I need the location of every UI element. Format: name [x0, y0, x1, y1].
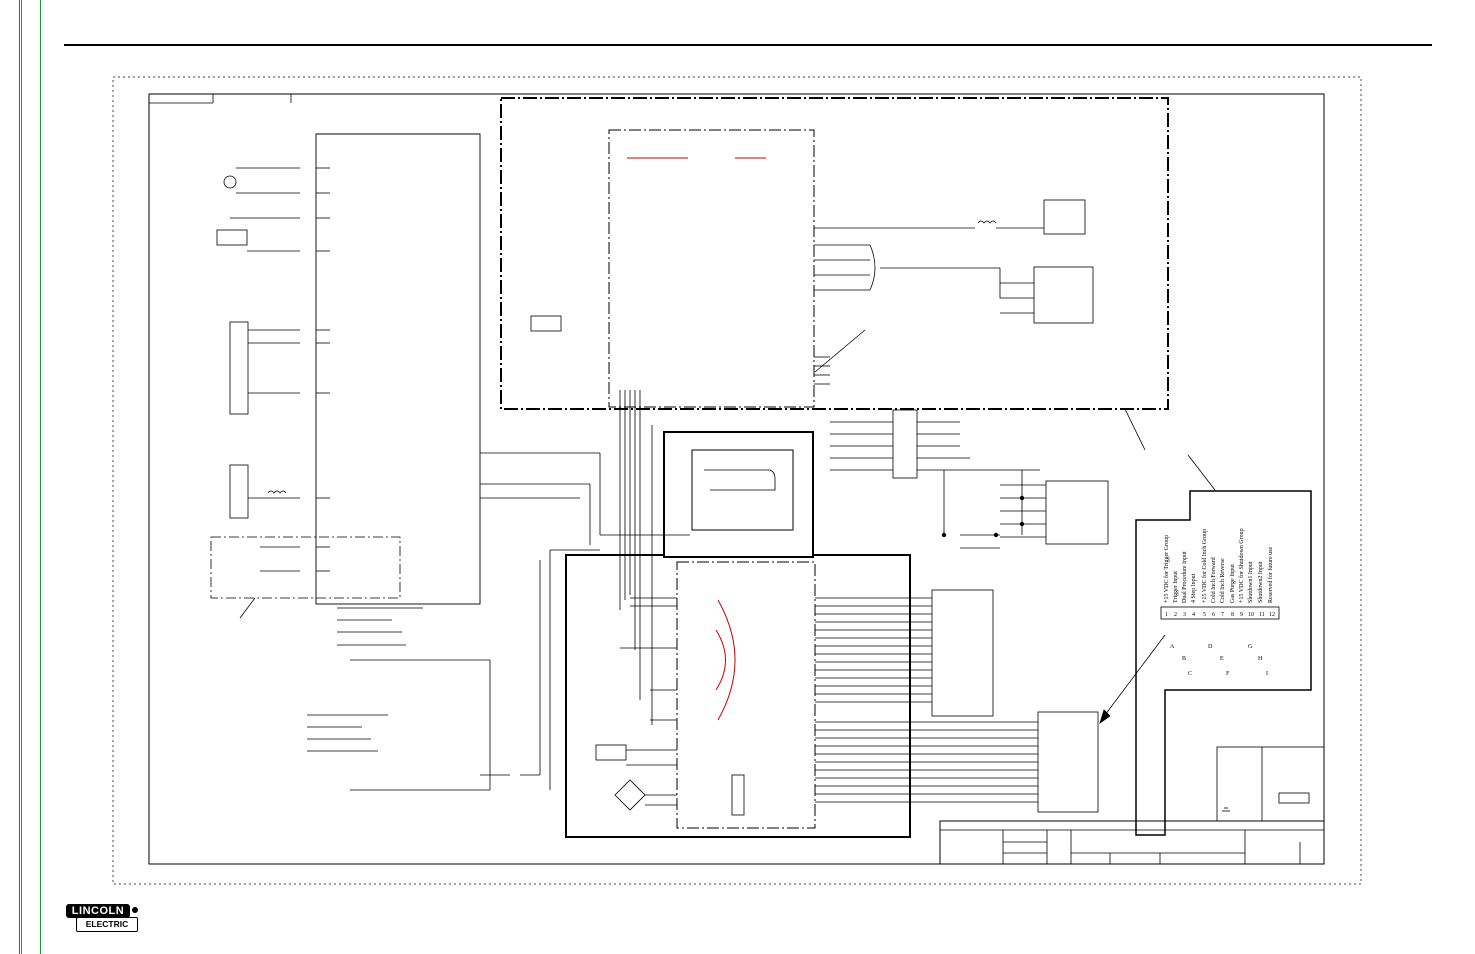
pin-number: 4 — [1192, 612, 1195, 618]
ground-symbol-area — [1220, 800, 1230, 815]
pin-number: 9 — [1240, 612, 1243, 618]
pin-letter: H — [1258, 656, 1263, 662]
pin-description: Trigger Input — [1173, 571, 1179, 603]
middle-terminal-strip — [892, 409, 918, 479]
pin-description: Gas Purge Input — [1230, 564, 1236, 603]
pin-description: Dual Procedure Input — [1182, 551, 1188, 603]
terminal-strip-left-2 — [229, 464, 249, 519]
lower-enclosure — [565, 431, 911, 838]
center-module-inner — [691, 449, 794, 531]
pin-number: 1 — [1165, 612, 1168, 618]
pin-number: 5 — [1203, 612, 1206, 618]
pin-letter: D — [1208, 644, 1213, 650]
pin-letter: F — [1226, 671, 1230, 677]
left-margin-green-line — [21, 0, 22, 954]
pin-letter: G — [1248, 644, 1253, 650]
logo-line2: ELECTRIC — [76, 917, 138, 932]
pin-description: 4 Step Input — [1191, 573, 1197, 603]
legend-connector-icon — [1278, 792, 1310, 804]
title-block — [939, 820, 1325, 865]
connector-pin-strip — [1160, 606, 1280, 620]
upper-pc-board — [608, 129, 815, 408]
pin-letter: C — [1188, 671, 1192, 677]
left-margin-green-line-outer — [40, 0, 41, 954]
pin-description: +15 VDC for Trigger Group — [1163, 535, 1170, 603]
motor-switch-block-1 — [216, 229, 248, 246]
left-interface-board — [315, 133, 481, 605]
lamp-symbol — [223, 175, 237, 189]
motor-switch-block-3 — [595, 744, 627, 761]
motor-switch-block-2 — [530, 315, 562, 332]
connector-pin-letters: A B C D E F G H I — [1170, 644, 1268, 677]
connector-pin-numbers: 1 2 3 4 5 6 7 8 9 10 11 12 — [1165, 612, 1275, 618]
pin-number: 7 — [1221, 612, 1224, 618]
left-board-pins — [316, 167, 330, 572]
upper-right-module — [1043, 199, 1086, 235]
pin-number: 2 — [1174, 612, 1177, 618]
pin-description: Shutdown1 Input — [1248, 561, 1254, 603]
upper-right-terminal-box — [1033, 266, 1094, 324]
sensor-box-dashed — [210, 536, 401, 599]
lower-board-right-bus — [815, 597, 1038, 803]
terminal-strip-left — [229, 321, 249, 415]
dotted-page-border — [112, 76, 1362, 885]
pin-description: Cold Inch Forward — [1211, 557, 1217, 603]
lower-right-board-1 — [931, 589, 994, 717]
logo-line1: LINCOLN — [66, 904, 130, 918]
pin-letter: A — [1170, 644, 1175, 650]
pin-letter: E — [1220, 656, 1224, 662]
pin-description: Shutdown2 Input — [1258, 561, 1264, 603]
pin-number: 12 — [1269, 612, 1275, 618]
pin-description: +15 VDC for Shutdown Group — [1238, 528, 1245, 603]
right-terminal-box — [1045, 480, 1109, 545]
legend-box — [1216, 746, 1325, 822]
lower-component — [731, 774, 745, 816]
pin-letter: B — [1182, 656, 1186, 662]
pin-number: 10 — [1248, 612, 1254, 618]
bridge-rectifier — [614, 779, 646, 811]
lincoln-electric-logo: LINCOLN ELECTRIC — [66, 904, 138, 932]
pin-description: +15 VDC for Cold Inch Group — [1201, 529, 1208, 603]
pin-description: Reserved for future use — [1267, 547, 1274, 603]
upper-control-enclosure — [500, 97, 1169, 410]
header-rule — [64, 44, 1432, 46]
pin-letter: I — [1266, 671, 1268, 677]
lower-right-board-2 — [1037, 711, 1099, 813]
drawing-frame — [148, 93, 1325, 865]
left-margin-red-line — [19, 0, 20, 954]
center-module-outer — [663, 431, 814, 558]
pin-number: 11 — [1259, 612, 1265, 618]
pin-number: 6 — [1212, 612, 1215, 618]
logo-dot — [132, 907, 138, 913]
pin-number: 3 — [1183, 612, 1186, 618]
pin-number: 8 — [1231, 612, 1234, 618]
connector-callout-box — [1135, 490, 1312, 836]
connector-pin-descriptions: +15 VDC for Trigger Group Trigger Input … — [1163, 528, 1274, 603]
lower-board-left-pins — [620, 597, 677, 806]
pin-description: Cold Inch Reverse — [1220, 558, 1226, 603]
lower-pc-board — [676, 561, 816, 829]
